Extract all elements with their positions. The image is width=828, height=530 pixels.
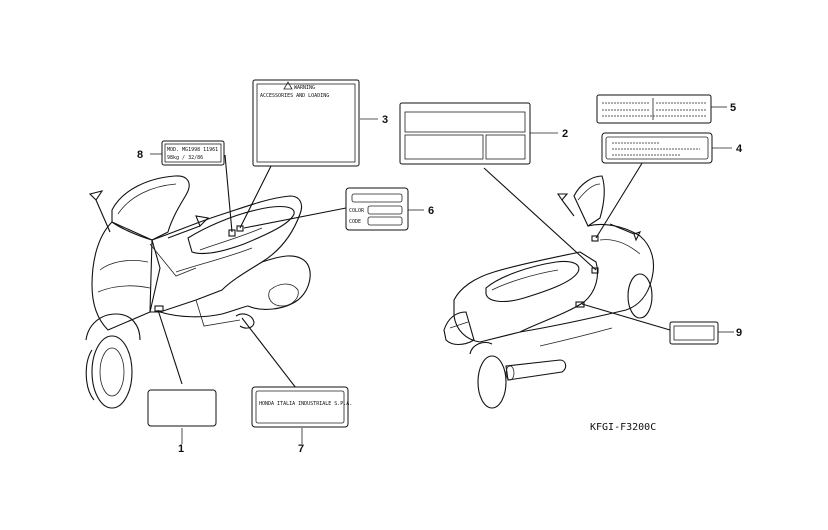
label-8-line2: 98kg / 32/86 [167,155,203,161]
callout-1: 1 [178,443,184,455]
leader-lines [150,106,734,444]
callout-numbers: 1 2 3 4 5 6 7 8 9 [137,102,743,455]
callout-6: 6 [428,205,434,217]
label-part-3: WARNING ACCESSORIES AND LOADING [252,79,360,167]
label-part-2 [399,102,531,165]
callout-7: 7 [298,443,304,455]
callout-5: 5 [730,102,736,114]
label-3-subtitle: ACCESSORIES AND LOADING [260,93,329,99]
label-6-code: CODE [349,219,361,225]
label-8-line1: MOD. MG1998 11961 [167,147,218,153]
callout-2: 2 [562,128,568,140]
label-part-9 [669,321,719,345]
right-scooter-illustration [443,175,655,409]
callout-9: 9 [736,327,742,339]
callout-8: 8 [137,149,143,161]
label-part-4 [601,132,713,164]
label-part-8: MOD. MG1998 11961 98kg / 32/86 [161,140,225,166]
diagram-code: KFGI-F3200C [590,422,656,433]
left-scooter-illustration [85,175,311,409]
label-part-1 [147,389,217,427]
label-3-title: WARNING [294,85,315,91]
label-part-5 [596,94,712,124]
callout-3: 3 [382,114,388,126]
label-part-6: COLOR CODE [345,187,409,231]
label-7-text: HONDA ITALIA INDUSTRIALE S.P.A. [259,401,352,407]
label-part-7: HONDA ITALIA INDUSTRIALE S.P.A. [251,386,352,428]
label-6-color: COLOR [349,208,365,214]
callout-4: 4 [736,143,743,155]
